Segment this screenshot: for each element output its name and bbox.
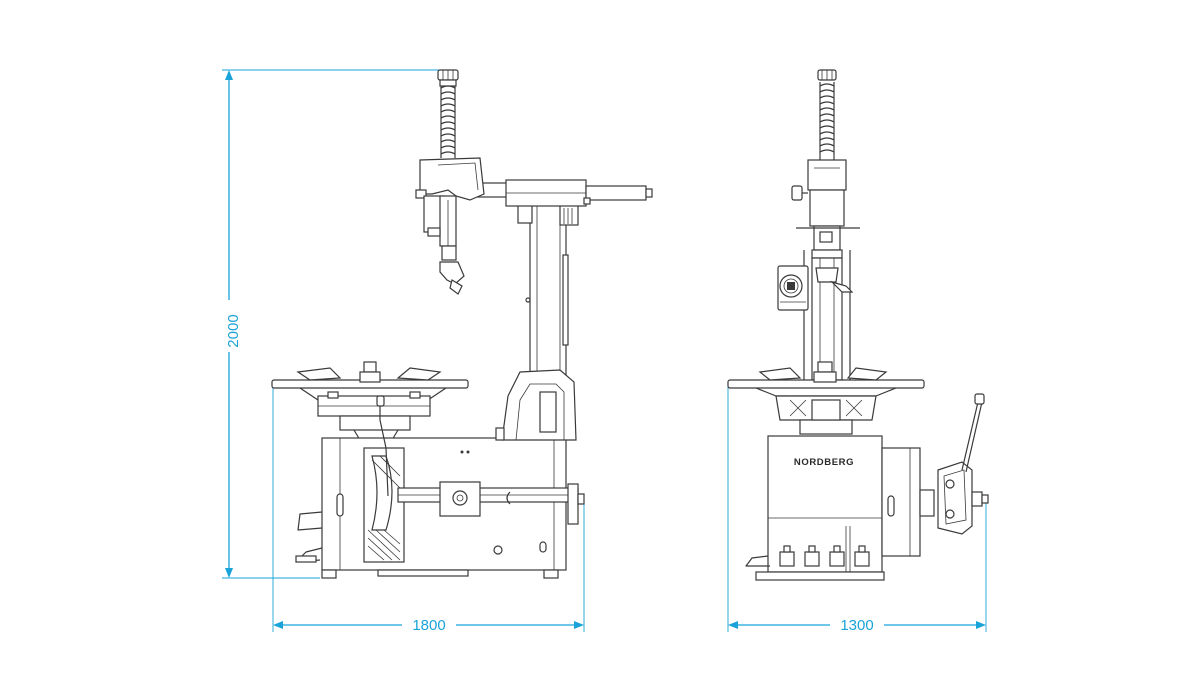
side-turntable xyxy=(271,361,469,441)
front-width-dimension: 1300 xyxy=(727,382,987,634)
side-width-dimension-label: 1800 xyxy=(412,617,445,634)
front-width-dimension-label: 1300 xyxy=(840,617,873,634)
side-mount-head xyxy=(415,69,485,295)
front-cabinet: NORDBERG xyxy=(745,435,885,581)
side-cabinet xyxy=(321,369,577,579)
side-width-dimension: 1800 xyxy=(272,382,585,634)
front-column xyxy=(791,69,860,381)
side-foot-pedals xyxy=(295,511,323,563)
front-turntable xyxy=(727,361,925,435)
front-valves xyxy=(779,545,870,567)
side-horizontal-arm xyxy=(477,179,653,207)
side-view xyxy=(271,69,653,579)
brand-label: NORDBERG xyxy=(794,457,854,468)
height-dimension-label: 2000 xyxy=(225,314,242,347)
dimension-lines: 2000 1800 1300 xyxy=(222,69,987,634)
front-control-box xyxy=(777,265,809,311)
side-bead-breaker xyxy=(363,395,585,563)
front-view: NORDBERG xyxy=(727,69,989,581)
height-dimension: 2000 xyxy=(222,69,440,579)
front-side-body xyxy=(881,447,935,557)
side-column xyxy=(517,199,579,386)
front-bead-breaker xyxy=(937,393,989,535)
